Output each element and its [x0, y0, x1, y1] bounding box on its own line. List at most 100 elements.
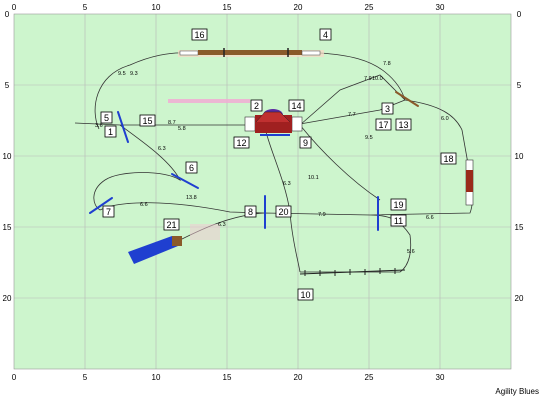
obstacle-number: 11 [390, 214, 407, 227]
field-border [13, 13, 512, 370]
tire-cluster [168, 99, 303, 136]
a-frame [465, 159, 474, 206]
y-tick: 10 [3, 152, 12, 161]
svg-text:19: 19 [393, 200, 403, 210]
obstacle-number: 5 [100, 111, 113, 124]
svg-text:18: 18 [443, 154, 453, 164]
x-tick: 25 [365, 3, 374, 12]
x-tick: 30 [436, 3, 445, 12]
grid [14, 14, 511, 369]
svg-text:6: 6 [189, 163, 194, 173]
distance-label: 5.6 [407, 249, 415, 255]
obstacle-number: 7 [102, 205, 115, 218]
obstacle-number: 21 [163, 218, 180, 231]
svg-text:3: 3 [385, 104, 390, 114]
svg-text:13: 13 [398, 120, 408, 130]
obstacle-number: 13 [395, 118, 412, 131]
y-tick: 20 [515, 294, 524, 303]
obstacle-number: 15 [139, 114, 156, 127]
y-tick: 0 [517, 10, 522, 19]
x-axis-top: 0 5 10 15 20 25 30 [12, 3, 445, 12]
obstacle-number: 12 [233, 136, 250, 149]
svg-text:15: 15 [142, 116, 152, 126]
x-tick: 15 [223, 373, 232, 382]
distance-label: 9.5 [365, 135, 373, 141]
svg-text:17: 17 [378, 120, 388, 130]
distance-label: 10.1 [308, 175, 319, 181]
obstacle-number: 4 [319, 28, 332, 41]
distance-label: 8.7 [168, 120, 176, 126]
svg-text:21: 21 [166, 220, 176, 230]
y-tick: 0 [5, 10, 10, 19]
x-tick: 10 [152, 3, 161, 12]
x-tick: 30 [436, 373, 445, 382]
tunnel [128, 224, 220, 264]
y-tick: 15 [515, 223, 524, 232]
svg-text:12: 12 [236, 138, 246, 148]
svg-text:7: 7 [106, 207, 111, 217]
distance-label: 6.3 [283, 181, 291, 187]
distance-label: 7.9 [318, 212, 326, 218]
x-tick: 5 [83, 373, 88, 382]
distance-label: 6.6 [140, 202, 148, 208]
distance-label: 13.8 [186, 195, 197, 201]
distance-label: 9.5 [118, 71, 126, 77]
svg-text:4: 4 [323, 30, 328, 40]
y-tick: 5 [5, 81, 10, 90]
x-tick: 0 [12, 3, 17, 12]
obstacle-number: 18 [440, 152, 457, 165]
y-axis-right: 0 5 10 15 20 [515, 10, 524, 303]
distance-label: 6.0 [441, 116, 449, 122]
credit-label: Agility Blues [495, 387, 539, 396]
distances: 9.5 9.3 7.8 7.9 10.0 7.7 9.5 6.0 3.6 8.7… [95, 61, 449, 255]
svg-text:10: 10 [300, 290, 310, 300]
field-background [14, 14, 511, 369]
y-tick: 5 [517, 81, 522, 90]
distance-label: 6.3 [158, 146, 166, 152]
x-tick: 15 [223, 3, 232, 12]
distance-label: 7.7 [348, 112, 356, 118]
x-tick: 0 [12, 373, 17, 382]
obstacle-number: 20 [275, 205, 292, 218]
obstacle-number: 2 [250, 99, 263, 112]
obstacle-number: 14 [288, 99, 305, 112]
obstacle-number: 8 [244, 205, 257, 218]
svg-text:8: 8 [248, 207, 253, 217]
distance-label: 6.6 [426, 215, 434, 221]
x-tick: 25 [365, 373, 374, 382]
x-axis-bottom: 0 5 10 15 20 25 30 [12, 373, 445, 382]
distance-label: 10.0 [372, 76, 383, 82]
svg-text:5: 5 [104, 113, 109, 123]
weave-poles [299, 268, 406, 276]
obstacle-number: 6 [185, 161, 198, 174]
svg-text:20: 20 [278, 207, 288, 217]
x-tick: 20 [294, 373, 303, 382]
distance-label: 7.8 [383, 61, 391, 67]
y-axis-left: 0 5 10 15 20 [3, 10, 12, 303]
svg-text:9: 9 [303, 138, 308, 148]
jumps [89, 91, 419, 231]
distance-label: 9.3 [130, 71, 138, 77]
obstacle-number: 17 [375, 118, 392, 131]
obstacle-number: 19 [390, 198, 407, 211]
svg-text:14: 14 [291, 101, 301, 111]
obstacle-number: 9 [299, 136, 312, 149]
y-tick: 15 [3, 223, 12, 232]
x-tick: 20 [294, 3, 303, 12]
svg-text:16: 16 [194, 30, 204, 40]
svg-text:2: 2 [254, 101, 259, 111]
obstacle-number: 16 [191, 28, 208, 41]
distance-label: 7.9 [364, 76, 372, 82]
distance-label: 5.8 [178, 126, 186, 132]
y-tick: 20 [3, 294, 12, 303]
y-tick: 10 [515, 152, 524, 161]
distance-label: 6.3 [218, 222, 226, 228]
distance-label: 3.6 [95, 123, 103, 129]
dogwalk [178, 48, 324, 57]
svg-text:1: 1 [108, 127, 113, 137]
obstacle-number: 1 [104, 125, 117, 138]
obstacle-number: 10 [297, 288, 314, 301]
svg-text:11: 11 [394, 216, 403, 226]
x-tick: 10 [152, 373, 161, 382]
